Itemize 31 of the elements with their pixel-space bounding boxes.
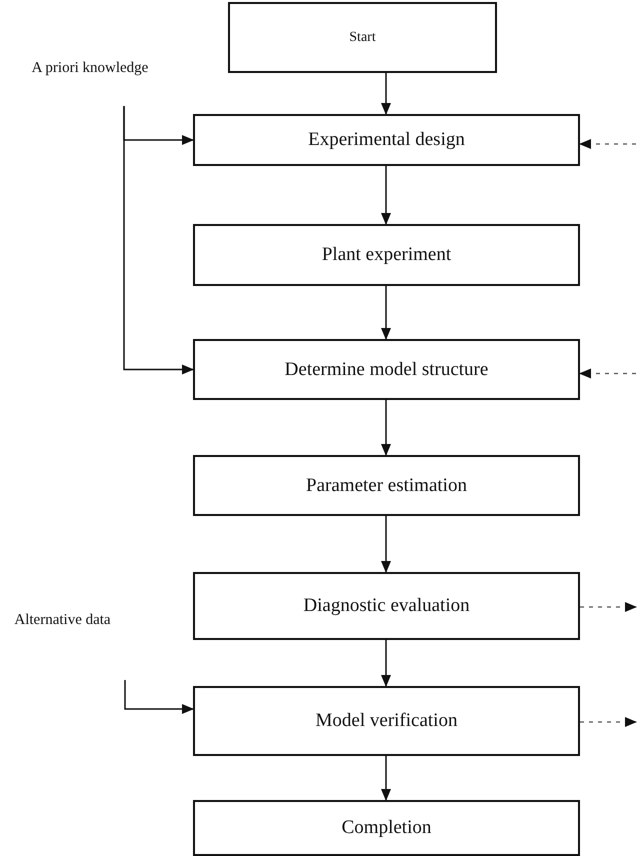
process-box: [193, 572, 580, 640]
arrow: [124, 680, 194, 714]
box-label: Model verification: [316, 710, 458, 732]
arrow: [123, 106, 194, 374]
process-box: [193, 114, 580, 166]
process-box: [193, 800, 580, 856]
input-label: Alternative data: [0, 596, 125, 676]
arrow: [381, 286, 391, 340]
arrow: [381, 756, 391, 801]
box-label: Start: [349, 30, 376, 46]
box-label: Determine model structure: [284, 358, 488, 380]
arrow: [381, 400, 391, 456]
arrow: [381, 166, 391, 225]
box-label: Experimental design: [308, 129, 465, 151]
input-label: A priori knowledge: [20, 58, 160, 102]
process-box: [193, 686, 580, 756]
arrow: [579, 368, 636, 378]
process-box: [193, 224, 580, 286]
box-label: Diagnostic evaluation: [303, 595, 470, 617]
box-label: Completion: [342, 817, 432, 839]
arrow: [579, 139, 636, 149]
start-box: [228, 2, 497, 73]
arrow: [580, 602, 637, 612]
arrow: [381, 73, 391, 115]
box-label: Parameter estimation: [306, 474, 467, 496]
arrow: [381, 640, 391, 687]
arrow: [381, 516, 391, 573]
process-box: [193, 455, 580, 516]
process-box: [193, 339, 580, 400]
arrow: [580, 717, 637, 727]
box-label: Plant experiment: [322, 244, 452, 266]
